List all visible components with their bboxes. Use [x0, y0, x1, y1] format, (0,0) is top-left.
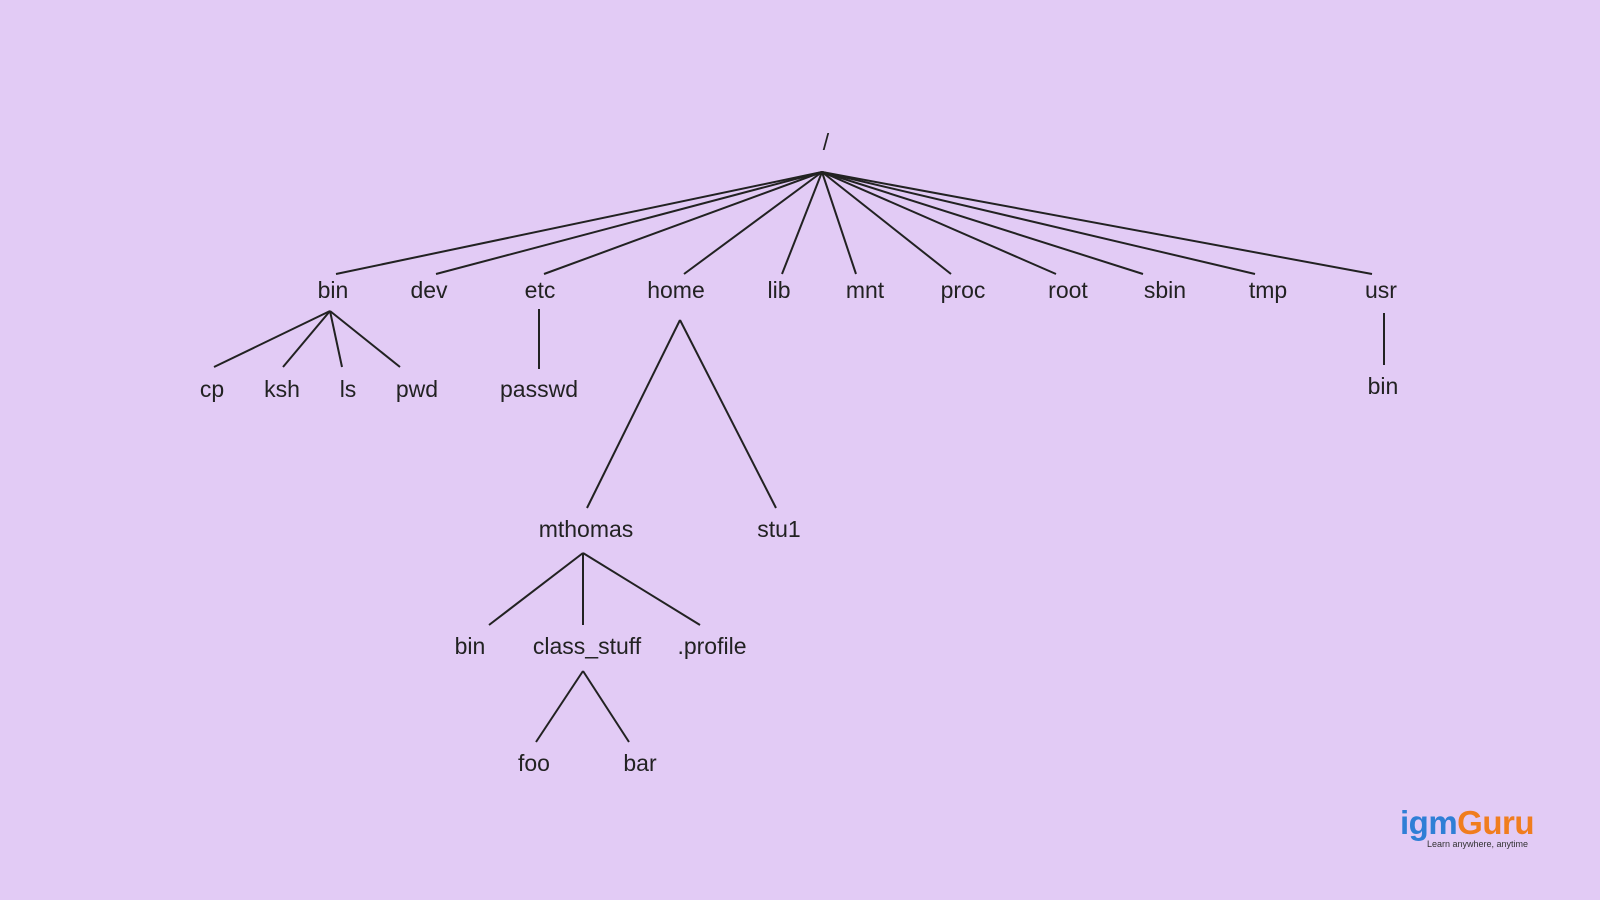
edge-bin-pwd: [329, 310, 401, 368]
edge-root-bin: [335, 171, 823, 275]
node-home: home: [647, 277, 705, 303]
edge-root-etc: [543, 171, 823, 275]
edge-root-usr: [821, 171, 1373, 275]
node-etc: etc: [525, 277, 556, 303]
edge-class-stuff-foo: [535, 670, 584, 743]
node-mthomas-profile: .profile: [677, 633, 746, 659]
logo-wordmark: igmGuru: [1400, 806, 1534, 839]
edge-root-dev: [435, 171, 823, 275]
node-bin-cp: cp: [200, 376, 224, 402]
edge-root-proc: [821, 171, 952, 275]
edge-root-sbin: [821, 171, 1144, 275]
node-home-stu1: stu1: [757, 516, 800, 542]
tree-labels: / bin dev etc home lib mnt proc root sbin tmp usr cp…: [200, 129, 1399, 776]
edge-root-root: [821, 171, 1057, 275]
node-root: /: [823, 129, 830, 155]
tree-edges: [213, 171, 1385, 743]
logo-tagline: Learn anywhere, anytime: [1427, 839, 1529, 849]
logo-text-guru: Guru: [1457, 804, 1534, 841]
edge-mthomas-profile: [582, 552, 701, 626]
node-mthomas-class-stuff: class_stuff: [533, 633, 642, 659]
edge-bin-cp: [213, 310, 331, 368]
edge-root-lib: [781, 171, 823, 275]
edge-bin-ls: [329, 310, 343, 368]
node-class-stuff-foo: foo: [518, 750, 550, 776]
node-mnt: mnt: [846, 277, 885, 303]
node-usr-bin: bin: [1368, 373, 1399, 399]
node-bin-pwd: pwd: [396, 376, 438, 402]
node-etc-passwd: passwd: [500, 376, 578, 402]
node-bin: bin: [318, 277, 349, 303]
edge-root-tmp: [821, 171, 1256, 275]
igmguru-logo: igmGuru Learn anywhere, anytime: [1386, 806, 1536, 849]
edge-class-stuff-bar: [582, 670, 630, 743]
edge-root-home: [683, 171, 823, 275]
node-lib: lib: [767, 277, 790, 303]
node-home-mthomas: mthomas: [539, 516, 634, 542]
edge-root-mnt: [821, 171, 857, 275]
node-mthomas-bin: bin: [455, 633, 486, 659]
node-class-stuff-bar: bar: [623, 750, 657, 776]
node-root: root: [1048, 277, 1088, 303]
node-tmp: tmp: [1249, 277, 1287, 303]
node-bin-ls: ls: [340, 376, 357, 402]
edge-bin-ksh: [282, 310, 331, 368]
node-sbin: sbin: [1144, 277, 1186, 303]
edge-mthomas-bin: [488, 552, 584, 626]
node-usr: usr: [1365, 277, 1397, 303]
edge-home-stu1: [679, 319, 777, 509]
logo-text-igm: igm: [1400, 804, 1458, 841]
node-dev: dev: [410, 277, 448, 303]
node-proc: proc: [941, 277, 986, 303]
node-bin-ksh: ksh: [264, 376, 300, 402]
edge-home-mthomas: [586, 319, 681, 509]
